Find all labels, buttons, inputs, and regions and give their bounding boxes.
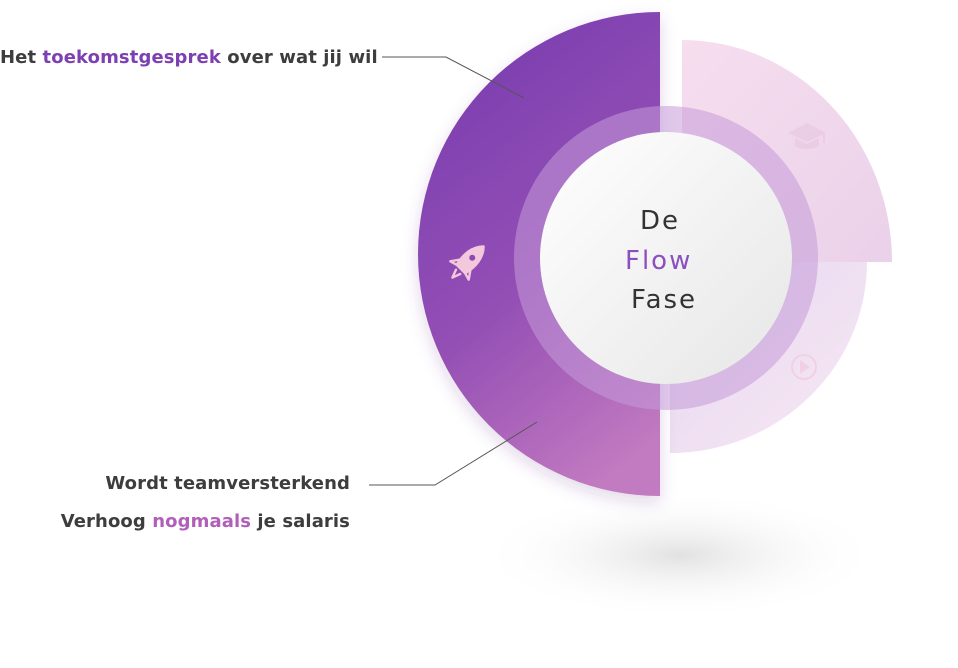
label-top-highlight: toekomstgesprek	[42, 47, 221, 68]
leader-line-bottom	[369, 421, 538, 486]
label-middle-text: Wordt teamversterkend	[105, 473, 350, 494]
label-future-conversation: Het toekomstgesprek over wat jij wil	[0, 47, 378, 68]
rocket-icon	[449, 245, 485, 281]
label-bottom-before: Verhoog	[60, 511, 153, 532]
play-icon	[791, 354, 817, 380]
center-title-line2: Flow	[625, 246, 693, 276]
label-top-after: over wat jij wil	[220, 47, 378, 68]
graduation-cap-icon	[788, 123, 826, 149]
leader-line-top	[382, 56, 525, 99]
label-top-before: Het	[0, 47, 43, 68]
center-title-line3: Fase	[631, 285, 698, 315]
label-salary-increase: Verhoog nogmaals je salaris	[61, 511, 350, 532]
ground-shadow	[475, 490, 885, 620]
label-bottom-highlight: nogmaals	[152, 511, 252, 532]
center-circle	[540, 132, 792, 384]
label-bottom-after: je salaris	[251, 511, 350, 532]
center-title-line1: De	[640, 206, 681, 236]
label-team-strengthening: Wordt teamversterkend	[105, 473, 350, 494]
